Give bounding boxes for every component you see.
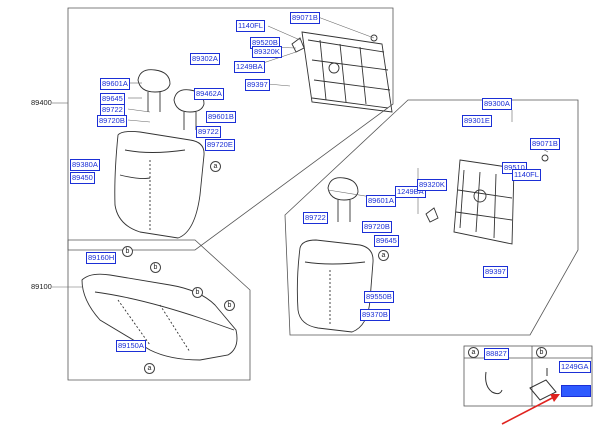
seatback-left-outline <box>114 130 205 239</box>
label-89301e[interactable]: 89301E <box>462 115 492 127</box>
label-89720e[interactable]: 89720E <box>205 139 235 151</box>
callout-b-3: b <box>192 287 203 298</box>
label-89601a-right[interactable]: 89601A <box>366 195 396 207</box>
cushion-shape <box>81 273 238 361</box>
headrest-center-shape <box>173 89 205 113</box>
inset-clip-shape <box>529 379 557 401</box>
inset-callout-b: b <box>536 347 547 358</box>
label-89462a[interactable]: 89462A <box>194 88 224 100</box>
panel-seatback-right <box>284 99 579 336</box>
frame-right-shape <box>453 159 515 245</box>
label-89550b[interactable]: 89550B <box>364 291 394 303</box>
headrest-left-shape <box>137 69 171 93</box>
panel-cushion <box>67 239 251 381</box>
label-89320k[interactable]: 89320K <box>252 46 282 58</box>
label-89722-center[interactable]: 89722 <box>196 126 221 138</box>
frame-left-shape <box>301 31 393 113</box>
headrest-right-shape <box>327 177 359 201</box>
label-89302a[interactable]: 89302A <box>190 53 220 65</box>
callout-b-1: b <box>122 246 133 257</box>
callout-b-4: b <box>224 300 235 311</box>
label-89450[interactable]: 89450 <box>70 172 95 184</box>
inset-box <box>463 345 593 407</box>
label-89320k-right[interactable]: 89320K <box>417 179 447 191</box>
label-88827[interactable]: 88827 <box>484 348 509 360</box>
label-1249ba[interactable]: 1249BA <box>234 61 265 73</box>
label-89397-left[interactable]: 89397 <box>245 79 270 91</box>
label-89722-right[interactable]: 89722 <box>303 212 328 224</box>
label-89397-right[interactable]: 89397 <box>483 266 508 278</box>
inset-callout-a: a <box>468 347 479 358</box>
label-89720b-left[interactable]: 89720B <box>97 115 127 127</box>
label-89720b-right[interactable]: 89720B <box>362 221 392 233</box>
label-89150a[interactable]: 89150A <box>116 340 146 352</box>
callout-b-2: b <box>150 262 161 273</box>
label-89100: 89100 <box>31 282 52 291</box>
panel-seatback-left <box>67 7 394 251</box>
label-89071b[interactable]: 89071B <box>290 12 320 24</box>
red-arrow-icon <box>501 394 560 425</box>
label-89160h[interactable]: 89160H <box>86 252 117 264</box>
label-89380a[interactable]: 89380A <box>70 159 100 171</box>
label-89071b-right[interactable]: 89071B <box>530 138 560 150</box>
inset-hook-shape <box>485 371 503 395</box>
label-1140fl-right[interactable]: 1140FL <box>512 169 541 181</box>
callout-a-right: a <box>378 250 389 261</box>
label-89300a[interactable]: 89300A <box>482 98 512 110</box>
label-89400: 89400 <box>31 98 52 107</box>
label-89601b[interactable]: 89601B <box>206 111 236 123</box>
label-89645-right[interactable]: 89645 <box>374 235 399 247</box>
label-89370b[interactable]: 89370B <box>360 309 390 321</box>
label-1249ga[interactable]: 1249GA <box>559 361 591 373</box>
label-1140fl[interactable]: 1140FL <box>236 20 265 32</box>
label-89601a-left[interactable]: 89601A <box>100 78 130 90</box>
callout-a-top: a <box>210 161 221 172</box>
callout-a-bottom: a <box>144 363 155 374</box>
label-highlighted-part[interactable]: 89455B <box>561 385 591 397</box>
